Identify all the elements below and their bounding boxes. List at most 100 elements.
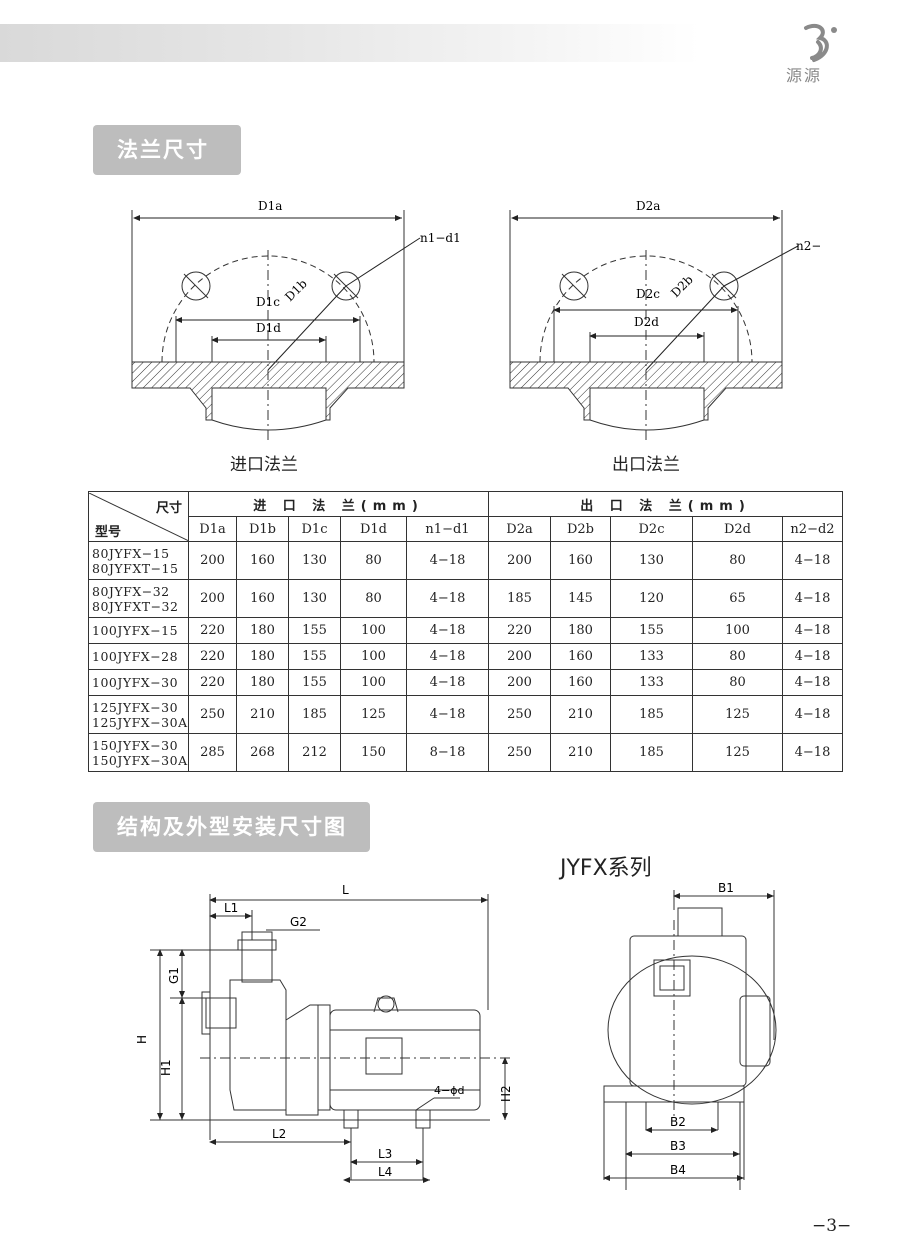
table-cell: 200 xyxy=(488,541,551,580)
table-cell: 80 xyxy=(692,541,783,580)
dim-G2: G2 xyxy=(290,915,307,929)
table-cell: 220 xyxy=(188,669,237,696)
dim-L4: L4 xyxy=(378,1165,392,1179)
table-cell: 4−18 xyxy=(782,643,843,670)
label-d2a: D2a xyxy=(636,199,660,213)
table-cell: 285 xyxy=(188,733,237,772)
table-cell: 212 xyxy=(288,733,341,772)
table-cell: 200 xyxy=(488,643,551,670)
label-d1b: D1b xyxy=(282,276,310,304)
table-cell: 80 xyxy=(692,643,783,670)
table-cell: 250 xyxy=(488,733,551,772)
table-col-header: D1b xyxy=(236,516,289,542)
table-col-header: D1d xyxy=(340,516,407,542)
table-cell: 220 xyxy=(188,617,237,644)
table-cell: 200 xyxy=(188,579,237,618)
header-bar xyxy=(0,24,700,62)
table-cell: 130 xyxy=(610,541,693,580)
table-cell: 125 xyxy=(340,695,407,734)
table-cell: 210 xyxy=(550,695,611,734)
label-n1-d1: n1−d1 xyxy=(420,231,461,245)
dim-L: L xyxy=(342,883,349,897)
table-cell: 160 xyxy=(236,579,289,618)
table-cell: 220 xyxy=(188,643,237,670)
table-cell: 155 xyxy=(288,617,341,644)
caption-inlet-flange: 进口法兰 xyxy=(230,455,298,475)
table-cell: 155 xyxy=(288,643,341,670)
table-cell: 4−18 xyxy=(782,669,843,696)
table-cell: 8−18 xyxy=(406,733,489,772)
series-title: JYFX系列 xyxy=(560,856,652,881)
table-cell: 210 xyxy=(236,695,289,734)
table-col-header: D2a xyxy=(488,516,551,542)
label-d2c: D2c xyxy=(636,287,660,301)
table-cell: 80 xyxy=(340,541,407,580)
table-cell: 180 xyxy=(550,617,611,644)
table-cell: 180 xyxy=(236,617,289,644)
dim-bolt: 4−ϕd xyxy=(434,1084,464,1097)
dim-G1: G1 xyxy=(167,967,181,984)
table-cell: 100 xyxy=(340,643,407,670)
table-outlet-group-header: 出 口 法 兰(mm) xyxy=(488,491,843,517)
table-cell: 160 xyxy=(550,541,611,580)
table-cell: 160 xyxy=(236,541,289,580)
label-n2-d2: n2−d2 xyxy=(796,239,820,253)
table-cell: 4−18 xyxy=(782,733,843,772)
table-cell: 4−18 xyxy=(782,695,843,734)
dim-B4: B4 xyxy=(670,1163,686,1177)
dim-B3: B3 xyxy=(670,1139,686,1153)
dim-L3: L3 xyxy=(378,1147,392,1161)
dim-H: H xyxy=(135,1035,149,1044)
table-cell: 4−18 xyxy=(406,695,489,734)
label-d2d: D2d xyxy=(634,315,659,329)
table-cell: 200 xyxy=(488,669,551,696)
brand-name: 源源 xyxy=(786,66,823,85)
table-cell: 145 xyxy=(550,579,611,618)
table-cell-model: 100JYFX−15 xyxy=(88,617,189,644)
table-cell: 130 xyxy=(288,541,341,580)
table-cell: 100 xyxy=(340,617,407,644)
flange-drawings: D1a n1−d1 D1b D1c D1d D2a n2−d2 D2b D2c … xyxy=(131,199,820,440)
dim-H1: H1 xyxy=(159,1059,173,1076)
table-cell: 185 xyxy=(610,695,693,734)
pump-front-view-drawing: B1 B2 B3 B4 xyxy=(603,881,777,1190)
table-cell: 4−18 xyxy=(782,617,843,644)
table-cell: 160 xyxy=(550,643,611,670)
table-cell: 4−18 xyxy=(406,617,489,644)
table-col-header: n2−d2 xyxy=(782,516,843,542)
table-inlet-group-header: 进 口 法 兰(mm) xyxy=(188,491,489,517)
table-cell: 80 xyxy=(692,669,783,696)
table-col-header: D1a xyxy=(188,516,237,542)
table-col-header: n1−d1 xyxy=(406,516,489,542)
table-cell: 185 xyxy=(488,579,551,618)
table-cell: 220 xyxy=(488,617,551,644)
section-title-flange: 法兰尺寸 xyxy=(93,125,241,175)
table-cell: 210 xyxy=(550,733,611,772)
page-number: −3− xyxy=(812,1216,852,1236)
table-cell: 100 xyxy=(692,617,783,644)
table-cell: 65 xyxy=(692,579,783,618)
table-cell: 100 xyxy=(340,669,407,696)
brand-logo-icon xyxy=(804,23,837,62)
table-cell: 125 xyxy=(692,695,783,734)
dim-B1: B1 xyxy=(718,881,734,895)
table-col-header: D2b xyxy=(550,516,611,542)
table-corner-header: 尺寸 型号 xyxy=(88,491,189,542)
table-cell: 120 xyxy=(610,579,693,618)
table-cell: 155 xyxy=(610,617,693,644)
table-col-header: D2d xyxy=(692,516,783,542)
table-cell: 4−18 xyxy=(406,541,489,580)
label-d2b: D2b xyxy=(668,272,696,300)
pump-side-view-drawing: L L1 G2 G1 H H1 H2 L2 L3 L4 4−ϕd xyxy=(135,883,513,1183)
table-cell: 133 xyxy=(610,669,693,696)
table-cell: 4−18 xyxy=(406,669,489,696)
